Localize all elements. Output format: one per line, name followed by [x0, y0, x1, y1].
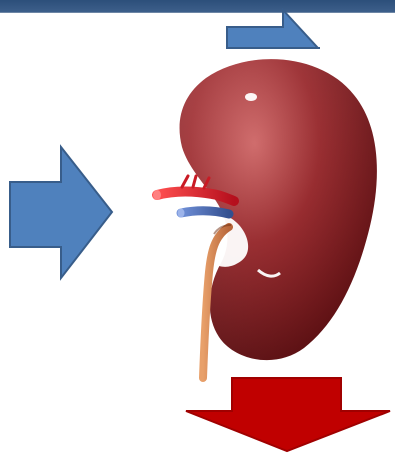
left-right-arrow-icon	[10, 147, 112, 278]
renal-vein	[178, 209, 230, 218]
top-right-arrow-icon	[227, 10, 320, 48]
bottom-down-arrow-icon	[186, 378, 390, 451]
